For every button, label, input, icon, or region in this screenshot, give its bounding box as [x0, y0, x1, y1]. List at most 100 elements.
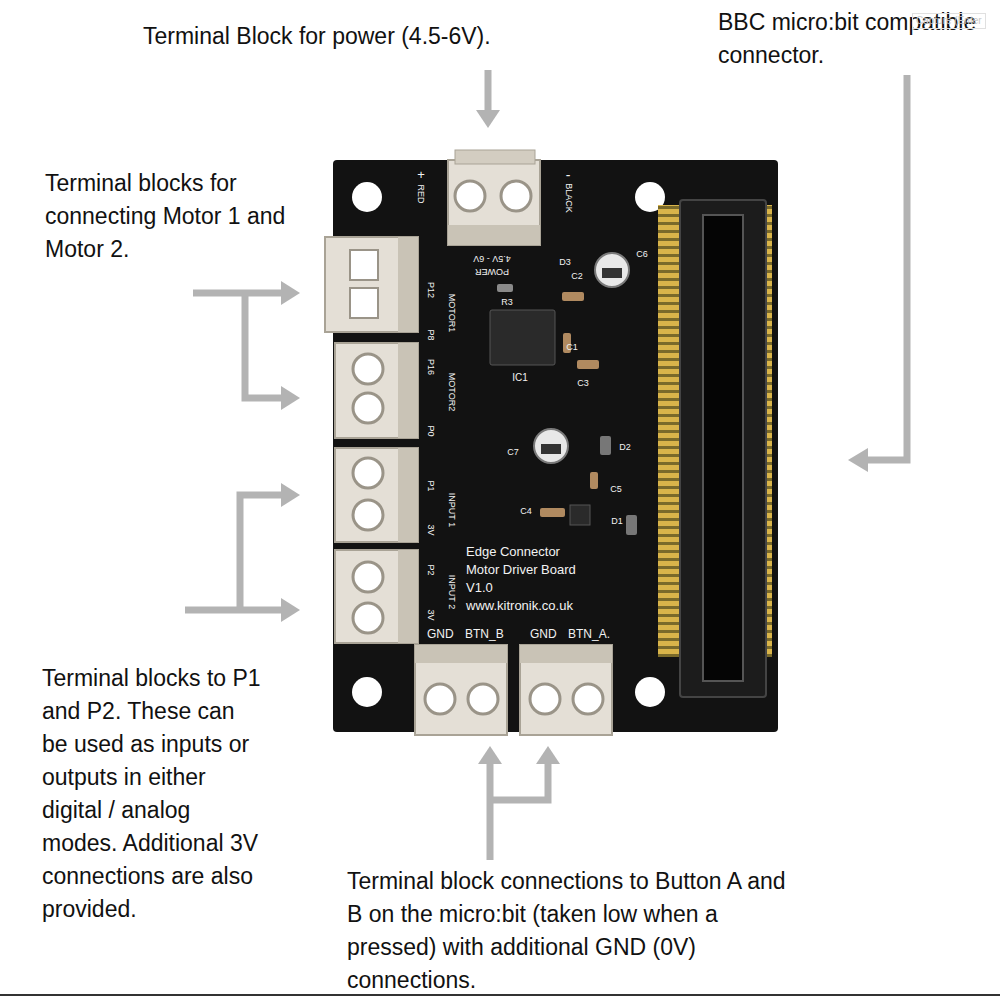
callout-text: Terminal blocks to P1 and P2. These can …: [42, 662, 264, 926]
arrow-heads-part: [848, 448, 868, 472]
terminal-name: MOTOR2: [447, 373, 458, 411]
pin-name: P8: [426, 329, 437, 340]
input-terminal-blocks-part: [335, 448, 418, 542]
component-ref: C7: [507, 447, 519, 458]
pin-name: P1: [426, 480, 437, 491]
smd-components: [490, 253, 637, 535]
pin-name: P0: [426, 425, 437, 436]
watermark: Capture (Enter: [912, 13, 986, 29]
button-terminal-blocks: [415, 645, 612, 735]
arrow-heads-part: [281, 483, 300, 507]
smd-components-part: [541, 444, 561, 454]
power-terminal-block-part: [448, 225, 540, 245]
arrow-heads: [281, 110, 868, 764]
board-version: V1.0: [466, 580, 493, 596]
motor-terminal-blocks-part: [398, 343, 418, 438]
power-terminal-block-part: [448, 160, 540, 245]
component-ref: D2: [619, 442, 631, 453]
component-ref: D3: [559, 257, 571, 268]
smd-components-part: [497, 284, 513, 292]
motor-terminal-blocks-part: [353, 393, 383, 423]
arrow-heads-part: [281, 281, 300, 305]
motor-terminal-blocks-part: [350, 250, 378, 280]
power-terminal-block-part: [501, 181, 531, 211]
button-terminal-blocks-part: [573, 684, 603, 714]
smd-components-part: [534, 429, 568, 463]
input-terminal-blocks-part: [398, 550, 418, 643]
leader-arrows-part: [193, 293, 283, 398]
component-ref: C4: [520, 506, 532, 517]
component-ref: IC1: [512, 372, 528, 384]
leader-arrows-part: [865, 75, 907, 460]
smd-components-part: [602, 268, 622, 278]
button-terminal-blocks-part: [425, 684, 455, 714]
motor-terminal-blocks-part: [335, 343, 418, 438]
arrow-heads-part: [478, 746, 502, 764]
motor-terminal-blocks-part: [350, 288, 378, 318]
pin-name: P12: [426, 282, 437, 298]
button-terminal-blocks-part: [415, 645, 507, 663]
power-terminal-block: [448, 150, 540, 245]
leader-arrows-part: [485, 70, 492, 112]
smd-components-part: [626, 515, 637, 535]
component-ref: R3: [501, 297, 513, 308]
pin-name: BTN_A.: [568, 627, 610, 641]
polarity-mark: -: [566, 167, 571, 184]
terminal-name: INPUT 1: [447, 493, 458, 527]
smd-components-part: [595, 253, 629, 287]
button-terminal-blocks-part: [520, 645, 612, 663]
board-marking: POWER: [475, 267, 509, 278]
pin-name: 3V: [426, 609, 437, 620]
input-terminal-blocks-part: [353, 458, 383, 488]
arrow-heads-part: [281, 386, 300, 410]
smd-components-part: [570, 505, 590, 525]
smd-components-part: [490, 310, 555, 365]
terminal-name: MOTOR1: [447, 294, 458, 332]
button-terminal-blocks-part: [520, 645, 612, 735]
pcb-board-part: [333, 160, 778, 732]
wire-colour: RED: [416, 184, 427, 203]
polarity-mark: +: [417, 167, 425, 183]
board-title: Motor Driver Board: [466, 562, 576, 578]
pcb-board-part: [352, 677, 382, 707]
power-terminal-block-part: [455, 150, 535, 164]
wire-colour: BLACK: [564, 183, 575, 213]
leader-arrows-part: [185, 495, 283, 610]
input-terminal-blocks: [335, 448, 418, 643]
smd-components-part: [577, 360, 599, 369]
smd-components-part: [600, 436, 611, 455]
edge-connector-part: [703, 215, 743, 681]
motor-terminal-blocks-part: [325, 237, 418, 332]
component-ref: C1: [566, 342, 578, 353]
pcb-board: [333, 160, 778, 732]
button-terminal-blocks-part: [415, 645, 507, 735]
board-url: www.kitronik.co.uk: [466, 598, 573, 614]
pin-name: P16: [426, 359, 437, 375]
frame-line: [0, 994, 1000, 996]
component-ref: C6: [636, 249, 648, 260]
component-ref: C2: [571, 271, 583, 282]
smd-components-part: [540, 508, 565, 517]
input-terminal-blocks-part: [353, 603, 383, 633]
board-title: Edge Connector: [466, 544, 560, 560]
component-ref: C5: [610, 484, 622, 495]
callout-text: Terminal blocks for connecting Motor 1 a…: [45, 167, 330, 266]
arrow-heads-part: [536, 746, 560, 764]
edge-connector-part: [680, 200, 766, 697]
motor-terminal-blocks-part: [353, 354, 383, 384]
pin-name: GND: [427, 627, 454, 641]
pcb-board-part: [635, 677, 665, 707]
leader-arrows-part: [490, 762, 548, 860]
pin-name: P2: [426, 564, 437, 575]
motor-terminal-blocks: [325, 237, 418, 438]
pin-name: GND: [530, 627, 557, 641]
terminal-name: INPUT 2: [447, 575, 458, 609]
power-terminal-block-part: [455, 181, 485, 211]
callout-text: Terminal block connections to Button A a…: [347, 865, 787, 997]
callout-text: Terminal Block for power (4.5-6V).: [143, 20, 603, 53]
smd-components-part: [562, 292, 584, 301]
pcb-board-part: [352, 182, 382, 212]
smd-components-part: [590, 472, 598, 489]
leader-arrows: [185, 70, 907, 860]
